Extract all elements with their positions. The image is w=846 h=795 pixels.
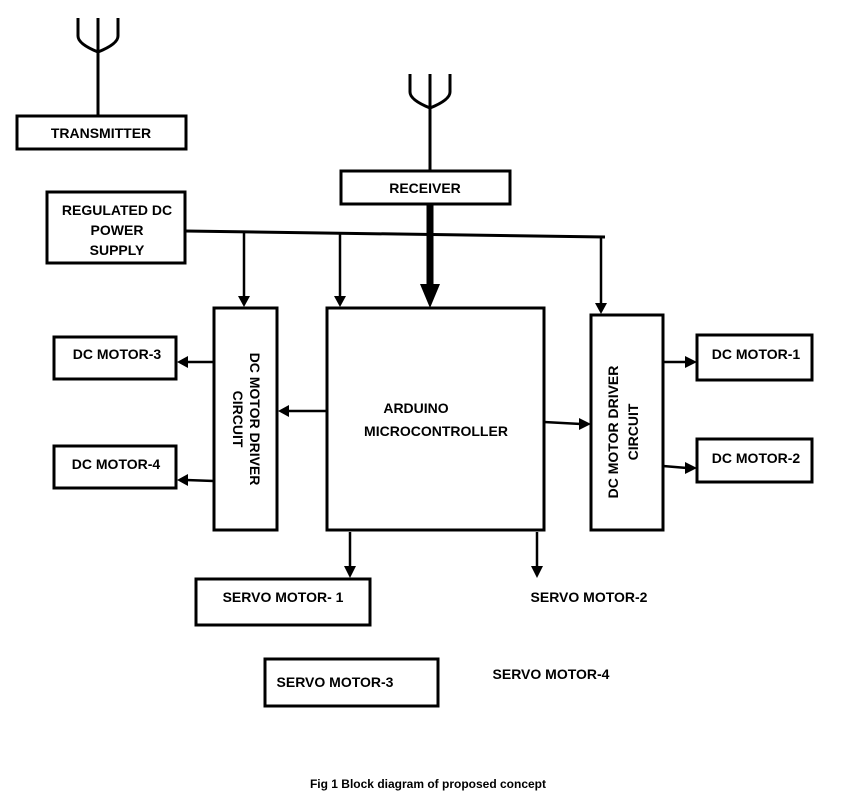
transmitter-antenna-icon [76,18,120,115]
arduino-label-line-1: ARDUINO [383,400,448,416]
dc-motor-3-label: DC MOTOR-3 [73,346,162,362]
dc-motor-1-label: DC MOTOR-1 [712,346,801,362]
arduino-to-servo-1-arrow [344,566,356,578]
power-supply-label-line-3: SUPPLY [90,242,145,258]
transmitter-label: TRANSMITTER [51,125,151,141]
arduino-to-right-driver-arrow [579,418,591,430]
receiver-label: RECEIVER [389,180,461,196]
left-driver-to-dc-motor-3-arrow [177,356,188,368]
servo-motor-4-label: SERVO MOTOR-4 [493,666,610,682]
right-motor-driver-block [589,313,665,532]
transmitter-block [15,114,188,151]
power-supply-block [45,190,187,265]
arduino-to-servo-2-arrow [531,566,543,578]
servo-motor-1-label: SERVO MOTOR- 1 [223,589,344,605]
left-driver-label-line-2: CIRCUIT [230,391,246,448]
dc-motor-2-block [695,437,814,484]
power-to-left-driver-arrow [238,296,250,307]
power-to-right-driver-arrow [595,303,607,314]
left-driver-to-dc-motor-4-arrow [177,474,188,486]
dc-motor-4-block [52,444,178,490]
receiver-antenna-icon [408,74,452,170]
power-supply-label-line-1: REGULATED DC [62,202,172,218]
servo-motor-3-label: SERVO MOTOR-3 [277,674,394,690]
arduino-block [325,306,546,532]
left-driver-label-line-1: DC MOTOR DRIVER [247,353,263,486]
arduino-label-line-2: MICROCONTROLLER [364,423,508,439]
arduino-to-left-driver-arrow [278,405,289,417]
left-motor-driver-block [212,306,279,532]
right-driver-label-line-1: DC MOTOR DRIVER [605,366,621,499]
power-supply-label-line-2: POWER [91,222,144,238]
servo-motor-1-block [194,577,372,627]
dc-motor-3-block [52,335,178,381]
dc-motor-4-label: DC MOTOR-4 [72,456,161,472]
right-driver-label-line-2: CIRCUIT [625,403,641,460]
servo-motor-2-label: SERVO MOTOR-2 [531,589,648,605]
arduino-to-right-driver-line [543,420,582,426]
figure-caption: Fig 1 Block diagram of proposed concept [310,777,546,791]
dc-motor-1-block [695,333,814,382]
right-driver-to-dc-motor-1-arrow [685,356,697,368]
power-to-arduino-arrow [334,296,346,307]
receiver-block [339,169,512,206]
receiver-to-arduino-arrow [420,284,440,308]
dc-motor-2-label: DC MOTOR-2 [712,450,801,466]
left-driver-to-dc-motor-4-line [185,478,215,483]
right-driver-to-dc-motor-2-line [662,464,688,470]
servo-motor-3-block [263,657,440,708]
power-bus-line [184,229,606,239]
right-driver-to-dc-motor-2-arrow [685,462,697,474]
